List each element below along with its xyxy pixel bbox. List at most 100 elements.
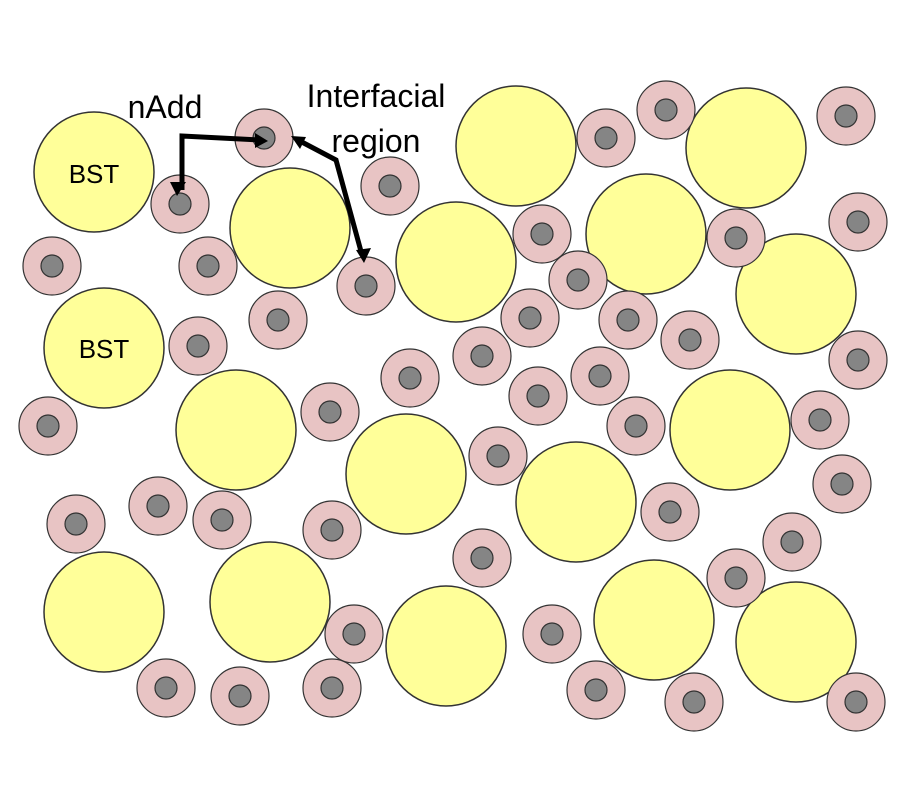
nadd-particle <box>500 288 560 348</box>
nadd-core <box>526 384 550 408</box>
bst-particle <box>43 287 165 409</box>
nadd-particle <box>576 108 636 168</box>
nadd-core <box>594 126 618 150</box>
bst-label-middle: BST <box>79 334 130 364</box>
nadd-particle <box>452 326 512 386</box>
nadd-core <box>64 512 88 536</box>
nadd-core <box>40 254 64 278</box>
nadd-particle <box>452 528 512 588</box>
bst-particle <box>735 581 857 703</box>
nadd-particle <box>22 236 82 296</box>
nadd-label: nAdd <box>128 89 203 125</box>
nadd-core <box>378 174 402 198</box>
nadd-core <box>318 400 342 424</box>
annotation-arrows <box>170 133 371 263</box>
nadd-particle <box>248 290 308 350</box>
bst-label-top: BST <box>69 159 120 189</box>
nadd-particle <box>762 512 822 572</box>
nadd-core <box>154 676 178 700</box>
nadd-core <box>398 366 422 390</box>
nadd-particle <box>660 310 720 370</box>
nadd-core <box>530 222 554 246</box>
nadd-core <box>846 210 870 234</box>
nadd-particle <box>18 396 78 456</box>
nadd-particle <box>812 454 872 514</box>
interfacial-region-label-line2: region <box>332 123 421 159</box>
nadd-particle <box>210 666 270 726</box>
bst-particles <box>33 85 857 707</box>
nadd-particle <box>508 366 568 426</box>
nadd-core <box>146 494 170 518</box>
nadd-arrow-to-top-particle <box>179 133 261 190</box>
nadd-core <box>320 518 344 542</box>
nadd-core <box>168 192 192 216</box>
nadd-core <box>186 334 210 358</box>
nadd-particle <box>192 490 252 550</box>
nadd-core <box>584 678 608 702</box>
nadd-core <box>36 414 60 438</box>
nadd-particle <box>598 290 658 350</box>
nadd-particle <box>816 86 876 146</box>
nadd-particle <box>636 80 696 140</box>
nadd-core <box>210 508 234 532</box>
nadd-particle <box>302 658 362 718</box>
nadd-particle <box>360 156 420 216</box>
nadd-core <box>834 104 858 128</box>
nadd-particle <box>336 256 396 316</box>
nadd-particle <box>790 390 850 450</box>
nadd-core <box>228 684 252 708</box>
bst-particle <box>395 201 517 323</box>
nadd-core <box>808 408 832 432</box>
nadd-core <box>566 268 590 292</box>
bst-particle <box>345 413 467 535</box>
nadd-core <box>846 348 870 372</box>
interfacial-arrowhead-top <box>291 136 306 149</box>
bst-particle <box>229 167 351 289</box>
nadd-particle <box>324 604 384 664</box>
nadd-particle <box>136 658 196 718</box>
bst-particle <box>209 541 331 663</box>
nadd-core <box>678 328 702 352</box>
interfacial-arrow <box>296 137 365 256</box>
nadd-core <box>724 226 748 250</box>
nadd-particle <box>168 316 228 376</box>
bst-particle <box>685 87 807 209</box>
bst-particle <box>515 441 637 563</box>
nadd-particle <box>828 330 888 390</box>
bst-particle <box>43 551 165 673</box>
nadd-core <box>470 546 494 570</box>
nadd-core <box>654 98 678 122</box>
nadd-core <box>470 344 494 368</box>
nadd-core <box>616 308 640 332</box>
nadd-particle <box>468 426 528 486</box>
bst-particle <box>33 111 155 233</box>
nadd-particle <box>826 672 886 732</box>
nadd-particle <box>640 482 700 542</box>
nadd-particle <box>548 250 608 310</box>
nadd-particle <box>828 192 888 252</box>
nadd-particle <box>178 236 238 296</box>
bst-particle <box>593 559 715 681</box>
nadd-particle <box>706 548 766 608</box>
nadd-particle <box>302 500 362 560</box>
nadd-particles <box>18 80 888 732</box>
nadd-core <box>354 274 378 298</box>
nadd-core <box>196 254 220 278</box>
nadd-particle <box>664 672 724 732</box>
nadd-core <box>588 364 612 388</box>
nadd-core <box>266 308 290 332</box>
bst-particle <box>735 233 857 355</box>
nadd-particle <box>234 108 294 168</box>
nadd-core <box>844 690 868 714</box>
bst-particle <box>455 85 577 207</box>
nadd-particle <box>46 494 106 554</box>
nadd-core <box>724 566 748 590</box>
nadd-core <box>320 676 344 700</box>
nadd-core <box>682 690 706 714</box>
bst-particle <box>175 369 297 491</box>
nadd-particle <box>566 660 626 720</box>
nadd-core <box>342 622 366 646</box>
bst-particle <box>669 369 791 491</box>
interfacial-region-label-line1: Interfacial <box>307 78 446 114</box>
